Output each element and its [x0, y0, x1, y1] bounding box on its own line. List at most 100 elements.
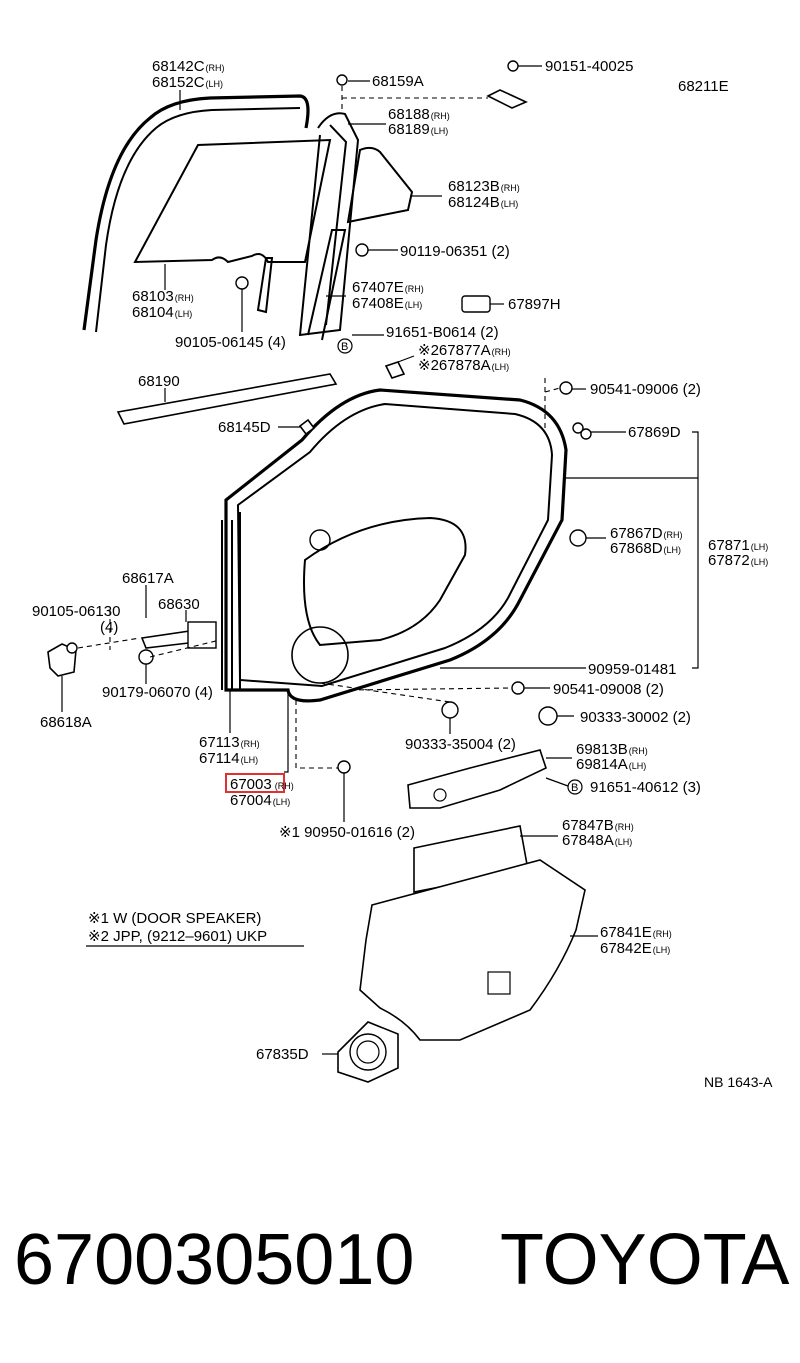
- label-69813b: 69813B(RH): [576, 741, 648, 758]
- speaker-cover-inner: [356, 1040, 380, 1064]
- label-67835d: 67835D: [256, 1046, 309, 1063]
- label-68104: 68104(LH): [132, 304, 192, 321]
- bolt-90105-06130: [66, 642, 78, 654]
- center-channel-68188: [298, 112, 360, 337]
- label-91651-b0614: 91651-B0614 (2): [386, 324, 499, 341]
- label-67847b: 67847B(RH): [562, 817, 634, 834]
- speaker-cover-hole: [349, 1033, 387, 1071]
- leader-91651-40612: [545, 777, 569, 787]
- diagram-id: NB 1643-A: [704, 1074, 773, 1090]
- label-68103: 68103(RH): [132, 288, 194, 305]
- bolt-90151-40025: [507, 60, 519, 72]
- clip-90541-09008: [511, 681, 525, 695]
- glass-run-lower: [256, 257, 274, 314]
- door-inner-panel-67003: [236, 402, 554, 688]
- speaker-opening: [291, 626, 349, 684]
- label-67871: 67871(LH): [708, 537, 768, 554]
- door-parts-drawing: [47, 60, 592, 1083]
- label-69814a: 69814A(LH): [576, 756, 646, 773]
- label-90179-06070: 90179-06070 (4): [102, 684, 213, 701]
- dash-speaker: [319, 682, 511, 703]
- door-glass-68103: [133, 138, 332, 264]
- label-67003: 67003(RH): [230, 776, 294, 793]
- clip-68159a: [336, 74, 348, 86]
- label-90541-09006: 90541-09006 (2): [590, 381, 701, 398]
- label-90105-06145: 90105-06145 (4): [175, 334, 286, 351]
- pad-67897h: [461, 295, 491, 313]
- dash-68211e: [341, 86, 488, 112]
- run-channel-68142c-inner: [95, 107, 301, 333]
- label-67114: 67114(LH): [199, 750, 258, 767]
- label-67867d: 67867D(RH): [610, 525, 683, 542]
- quarter-glass-68123b: [346, 146, 414, 224]
- label-67848a: 67848A(LH): [562, 832, 632, 849]
- clip-67869d-2: [580, 428, 592, 440]
- label-68618a: 68618A: [40, 714, 92, 731]
- highlight-67003: [225, 773, 285, 793]
- label-90105-06130: 90105-06130: [32, 603, 120, 620]
- label-67878a: ※267878A(LH): [418, 357, 509, 374]
- label-67841e: 67841E(RH): [600, 924, 672, 941]
- note-2: ※2 JPP, (9212–9601) UKP: [88, 928, 267, 945]
- footnotes: ※1 W (DOOR SPEAKER) ※2 JPP, (9212–9601) …: [86, 910, 304, 947]
- clip-90950-01616: [337, 760, 351, 774]
- clip-67867d: [569, 529, 587, 547]
- dash-hinge: [77, 610, 221, 658]
- plug-90333-35004: [441, 701, 459, 719]
- note-1: ※1 W (DOOR SPEAKER): [88, 910, 261, 927]
- circle-b-1: B: [337, 338, 353, 354]
- label-67408e: 67408E(LH): [352, 295, 422, 312]
- plug-90333-30002: [538, 706, 558, 726]
- label-68630: 68630: [158, 596, 200, 613]
- door-panel-opening: [303, 516, 467, 647]
- door-check-bracket: [187, 621, 217, 649]
- label-90119-06351: 90119-06351 (2): [400, 243, 510, 260]
- dash-90541-09006: [544, 378, 561, 430]
- part-labels: 68142C(RH) 68152C(LH) 68159A 90151-40025…: [32, 58, 768, 1063]
- label-90105-06130-qty: (4): [100, 619, 118, 636]
- label-68124b: 68124B(LH): [448, 194, 518, 211]
- label-68145d: 68145D: [218, 419, 271, 436]
- regulator-69813b: [407, 749, 547, 809]
- label-90333-35004: 90333-35004 (2): [405, 736, 516, 753]
- clip-68145d: [298, 418, 316, 436]
- clip-67869d-1: [572, 422, 584, 434]
- label-90151-40025: 90151-40025: [545, 58, 633, 75]
- center-channel-68188-inner: [325, 124, 348, 326]
- label-68159a: 68159A: [372, 73, 424, 90]
- svg-text:B: B: [341, 341, 348, 353]
- bolt-90105-06145: [235, 276, 249, 290]
- dash-90950: [295, 700, 338, 769]
- label-67113: 67113(RH): [199, 734, 260, 751]
- leader-67871-bracket: [692, 431, 699, 669]
- bracket-68211e: [486, 89, 528, 109]
- label-68188: 68188(RH): [388, 106, 450, 123]
- label-67897h: 67897H: [508, 296, 561, 313]
- label-91651-40612: 91651-40612 (3): [590, 779, 701, 796]
- run-channel-68142c: [82, 94, 310, 331]
- footer-part-number: 6700305010: [14, 1220, 414, 1300]
- label-67877a: ※267877A(RH): [418, 342, 511, 359]
- svg-text:B: B: [571, 782, 578, 794]
- label-90333-30002: 90333-30002 (2): [580, 709, 691, 726]
- leader-lines: [61, 65, 699, 1055]
- label-68211e: 68211E: [678, 78, 729, 95]
- label-68189: 68189(LH): [388, 121, 448, 138]
- regulator-pivot: [433, 788, 447, 802]
- leader-67003: [284, 690, 289, 773]
- label-67407e: 67407E(RH): [352, 279, 424, 296]
- clip-67877a: [384, 361, 406, 379]
- trim-handle-recess: [487, 971, 511, 995]
- label-67872: 67872(LH): [708, 552, 768, 569]
- label-68190: 68190: [138, 373, 180, 390]
- label-90959-01481: 90959-01481: [588, 661, 676, 678]
- clip-90541-09006: [559, 381, 573, 395]
- label-90950-01616: ※1 90950-01616 (2): [279, 824, 415, 841]
- footer: 6700305010 TOYOTA: [14, 1220, 789, 1300]
- label-67004: 67004(LH): [230, 792, 290, 809]
- label-67869d: 67869D: [628, 424, 681, 441]
- label-68152c: 68152C(LH): [152, 74, 223, 91]
- label-67868d: 67868D(LH): [610, 540, 681, 557]
- belt-moulding-68190: [116, 373, 338, 425]
